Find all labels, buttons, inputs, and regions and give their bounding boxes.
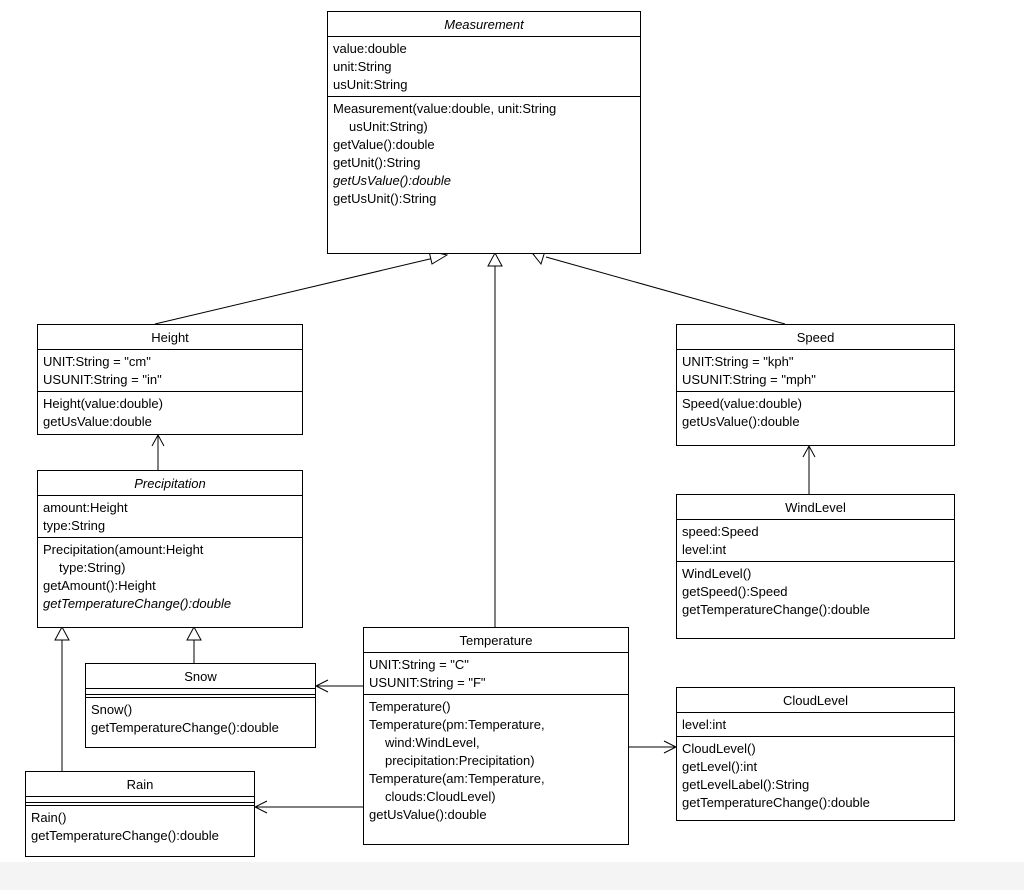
class-name: Precipitation <box>38 471 302 496</box>
attribute: UNIT:String = "cm" <box>43 354 151 369</box>
class-cloudlevel[interactable]: CloudLevel level:int CloudLevel() getLev… <box>676 687 955 821</box>
methods-section: CloudLevel() getLevel():int getLevelLabe… <box>677 737 954 814</box>
method: getLevelLabel():String <box>682 777 810 792</box>
class-name: Height <box>38 325 302 350</box>
attributes-section: amount:Height type:String <box>38 496 302 538</box>
attributes-section: UNIT:String = "C" USUNIT:String = "F" <box>364 653 628 695</box>
class-name: CloudLevel <box>677 688 954 713</box>
attribute: value:double <box>333 41 407 56</box>
association-arrowhead-height <box>151 433 165 447</box>
methods-section: Speed(value:double) getUsValue():double <box>677 392 954 433</box>
methods-section: Temperature() Temperature(pm:Temperature… <box>364 695 628 826</box>
association-arrowhead-rain <box>253 800 268 814</box>
class-name: Rain <box>26 772 254 797</box>
generalization-arrowhead-temperature <box>487 251 503 267</box>
method-continuation: clouds:CloudLevel) <box>385 789 496 804</box>
class-name: Speed <box>677 325 954 350</box>
method: getTemperatureChange():double <box>682 602 870 617</box>
class-measurement[interactable]: Measurement value:double unit:String usU… <box>327 11 641 254</box>
attribute: amount:Height <box>43 500 128 515</box>
method: Temperature() <box>369 699 451 714</box>
method: getUsValue():double <box>682 414 800 429</box>
attribute: UNIT:String = "C" <box>369 657 469 672</box>
method: getTemperatureChange():double <box>91 720 279 735</box>
attributes-section: value:double unit:String usUnit:String <box>328 37 640 97</box>
attribute: USUNIT:String = "mph" <box>682 372 816 387</box>
class-name: Temperature <box>364 628 628 653</box>
method-continuation: usUnit:String) <box>349 119 428 134</box>
abstract-method: getUsValue():double <box>333 173 452 188</box>
method-continuation: wind:WindLevel, <box>385 735 480 750</box>
method: getUsUnit():String <box>333 191 437 206</box>
method: getUnit():String <box>333 155 421 170</box>
attribute: unit:String <box>333 59 392 74</box>
edge-speed-measurement <box>545 256 786 325</box>
method: CloudLevel() <box>682 741 756 756</box>
method: Height(value:double) <box>43 396 163 411</box>
edge-height-measurement <box>154 257 435 325</box>
attributes-section-empty <box>26 797 254 803</box>
method: Measurement(value:double, unit:String <box>333 101 557 116</box>
methods-section: WindLevel() getSpeed():Speed getTemperat… <box>677 562 954 621</box>
method: Speed(value:double) <box>682 396 802 411</box>
methods-section: Precipitation(amount:Height type:String)… <box>38 538 302 615</box>
methods-section: Rain() getTemperatureChange():double <box>26 805 254 847</box>
class-name: Measurement <box>328 12 640 37</box>
methods-section: Measurement(value:double, unit:String us… <box>328 97 640 210</box>
class-snow[interactable]: Snow Snow() getTemperatureChange():doubl… <box>85 663 316 748</box>
attribute: USUNIT:String = "F" <box>369 675 486 690</box>
method: Rain() <box>31 810 67 825</box>
method: getTemperatureChange():double <box>682 795 870 810</box>
attributes-section: UNIT:String = "kph" USUNIT:String = "mph… <box>677 350 954 392</box>
class-temperature[interactable]: Temperature UNIT:String = "C" USUNIT:Str… <box>363 627 629 845</box>
methods-section: Snow() getTemperatureChange():double <box>86 697 315 739</box>
method: getValue():double <box>333 137 435 152</box>
method: Snow() <box>91 702 133 717</box>
abstract-method: getTemperatureChange():double <box>43 596 232 611</box>
class-precipitation[interactable]: Precipitation amount:Height type:String … <box>37 470 303 628</box>
method: Temperature(am:Temperature, <box>369 771 545 786</box>
attribute: type:String <box>43 518 106 533</box>
attributes-section: UNIT:String = "cm" USUNIT:String = "in" <box>38 350 302 392</box>
generalization-arrowhead-snow <box>186 625 202 641</box>
generalization-arrowhead-rain <box>54 625 70 641</box>
class-rain[interactable]: Rain Rain() getTemperatureChange():doubl… <box>25 771 255 857</box>
method-continuation: precipitation:Precipitation) <box>385 753 535 768</box>
method: WindLevel() <box>682 566 752 581</box>
class-name: WindLevel <box>677 495 954 520</box>
method: getAmount():Height <box>43 578 156 593</box>
class-name: Snow <box>86 664 315 689</box>
method: getSpeed():Speed <box>682 584 788 599</box>
class-speed[interactable]: Speed UNIT:String = "kph" USUNIT:String … <box>676 324 955 446</box>
method: Temperature(pm:Temperature, <box>369 717 545 732</box>
association-arrowhead-snow <box>314 679 329 693</box>
method: getUsValue():double <box>369 807 487 822</box>
attribute: level:int <box>682 717 727 732</box>
attribute: UNIT:String = "kph" <box>682 354 794 369</box>
association-arrowhead-speed <box>802 444 816 458</box>
attributes-section: level:int <box>677 713 954 737</box>
method: getTemperatureChange():double <box>31 828 219 843</box>
class-height[interactable]: Height UNIT:String = "cm" USUNIT:String … <box>37 324 303 435</box>
class-windlevel[interactable]: WindLevel speed:Speed level:int WindLeve… <box>676 494 955 639</box>
attribute: speed:Speed <box>682 524 759 539</box>
method: getUsValue:double <box>43 414 152 429</box>
method: Precipitation(amount:Height <box>43 542 204 557</box>
attributes-section-empty <box>86 689 315 695</box>
attribute: USUNIT:String = "in" <box>43 372 162 387</box>
methods-section: Height(value:double) getUsValue:double <box>38 392 302 433</box>
method: getLevel():int <box>682 759 758 774</box>
attribute: usUnit:String <box>333 77 408 92</box>
page-footer-strip <box>0 862 1024 890</box>
attributes-section: speed:Speed level:int <box>677 520 954 562</box>
attribute: level:int <box>682 542 727 557</box>
method-continuation: type:String) <box>59 560 126 575</box>
